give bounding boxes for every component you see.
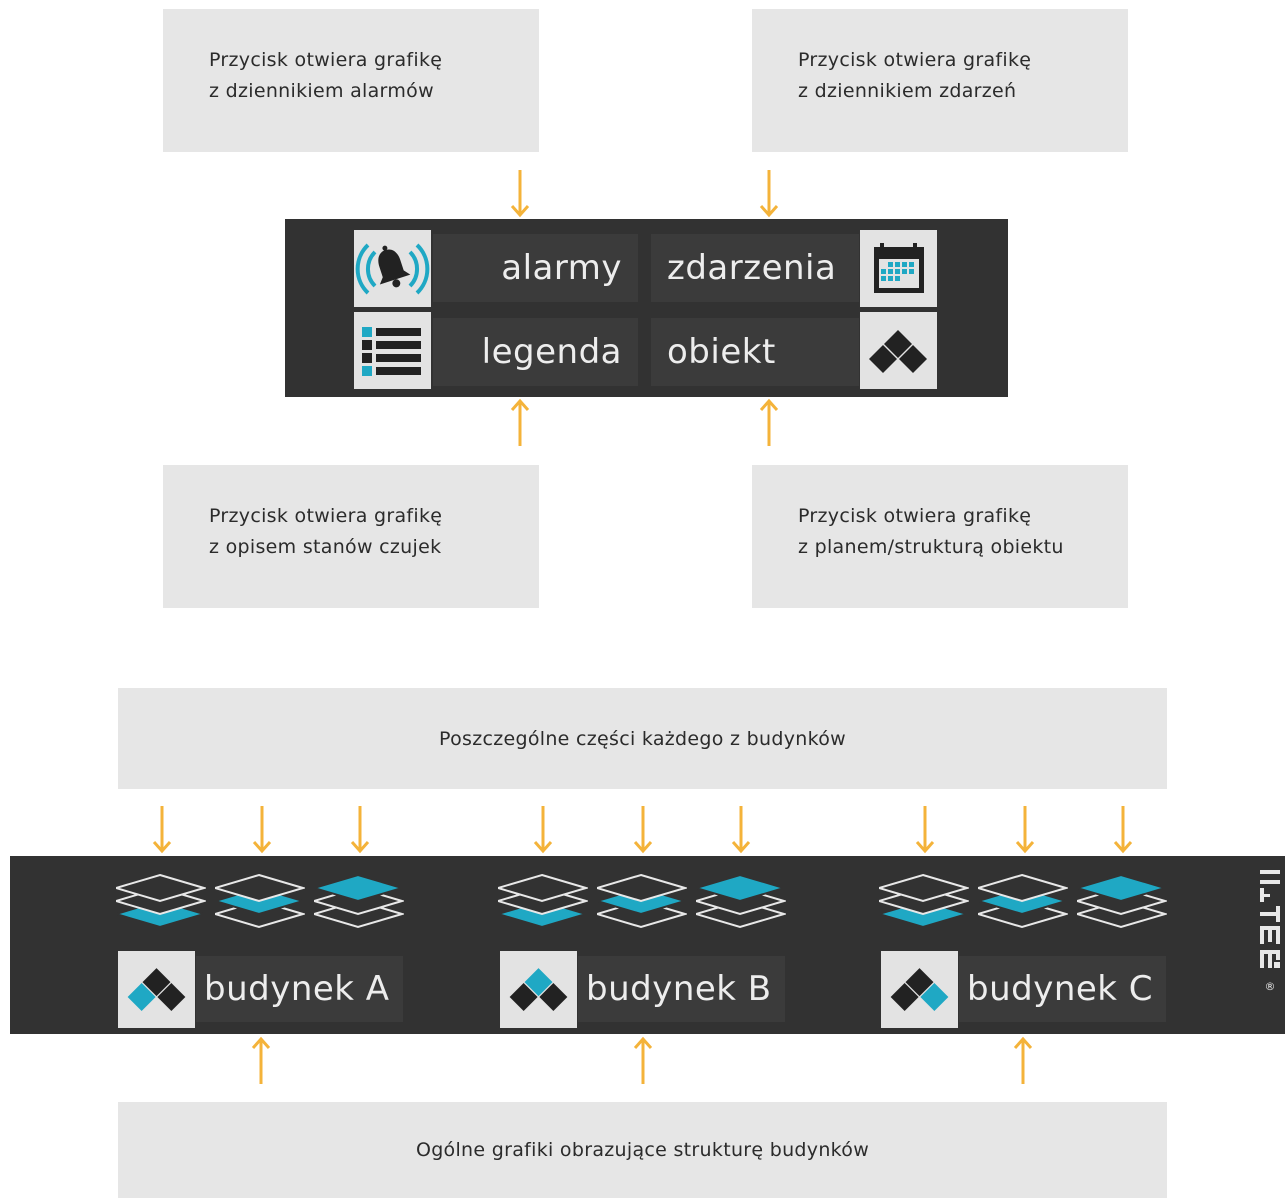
building-button[interactable]: budynek C	[959, 956, 1166, 1022]
arrow-down-icon	[533, 806, 553, 854]
description-line: z dziennikiem alarmów	[209, 80, 434, 102]
description-line: z dziennikiem zdarzeń	[798, 80, 1017, 102]
arrow-down-icon	[759, 170, 779, 218]
floor-bottom-icon[interactable]	[494, 868, 590, 932]
legend-tile[interactable]	[354, 312, 431, 389]
floor-top-icon[interactable]	[1073, 868, 1169, 932]
arrow-down-icon	[1015, 806, 1035, 854]
arrow-down-icon	[915, 806, 935, 854]
buildings-panel: budynek A budynek B budynek C ®	[10, 856, 1285, 1034]
building-button[interactable]: budynek B	[578, 956, 785, 1022]
building-diamond-icon[interactable]	[500, 951, 577, 1028]
general-graphics-box: Ogólne grafiki obrazujące strukturę budy…	[118, 1102, 1167, 1198]
floor-top-icon[interactable]	[692, 868, 788, 932]
legend-button[interactable]: legenda	[433, 318, 638, 386]
arrow-up-icon	[510, 398, 530, 446]
building-group: budynek C	[875, 856, 1171, 1034]
floor-middle-icon[interactable]	[593, 868, 689, 932]
building-diamond-icon[interactable]	[118, 951, 195, 1028]
alarms-tile[interactable]	[354, 230, 431, 307]
alarms-description-box: Przycisk otwiera grafikę z dziennikiem a…	[163, 9, 539, 152]
building-diamond-icon[interactable]	[881, 951, 958, 1028]
floor-middle-icon[interactable]	[974, 868, 1070, 932]
object-diamonds-icon	[869, 330, 927, 373]
description-line: z planem/strukturą obiektu	[798, 536, 1064, 558]
arrow-down-icon	[1113, 806, 1133, 854]
arrow-down-icon	[633, 806, 653, 854]
events-description-box: Przycisk otwiera grafikę z dziennikiem z…	[752, 9, 1128, 152]
object-description-box: Przycisk otwiera grafikę z planem/strukt…	[752, 465, 1128, 608]
description-line: Przycisk otwiera grafikę	[209, 49, 443, 71]
floor-top-icon[interactable]	[310, 868, 406, 932]
svg-text:®: ®	[1265, 980, 1276, 993]
arrow-up-icon	[633, 1036, 653, 1084]
arrow-down-icon	[252, 806, 272, 854]
description-line: Przycisk otwiera grafikę	[798, 505, 1032, 527]
arrow-down-icon	[350, 806, 370, 854]
arrow-up-icon	[251, 1036, 271, 1084]
description-line: z opisem stanów czujek	[209, 536, 442, 558]
menu-panel: alarmy zdarzenia legenda obiekt	[285, 219, 1008, 397]
building-group: budynek B	[494, 856, 790, 1034]
arrow-down-icon	[152, 806, 172, 854]
building-parts-box: Poszczególne części każdego z budynków	[118, 688, 1167, 789]
ifter-logo: ®	[1260, 870, 1280, 993]
floor-bottom-icon[interactable]	[112, 868, 208, 932]
floor-middle-icon[interactable]	[211, 868, 307, 932]
alarm-bell-icon	[355, 243, 430, 295]
alarms-button[interactable]: alarmy	[433, 234, 638, 302]
list-icon	[362, 327, 421, 376]
object-tile[interactable]	[860, 312, 937, 389]
building-button[interactable]: budynek A	[196, 956, 403, 1022]
object-button[interactable]: obiekt	[651, 318, 859, 386]
events-tile[interactable]	[860, 230, 937, 307]
description-line: Przycisk otwiera grafikę	[209, 505, 443, 527]
arrow-down-icon	[731, 806, 751, 854]
arrow-up-icon	[1013, 1036, 1033, 1084]
legend-description-box: Przycisk otwiera grafikę z opisem stanów…	[163, 465, 539, 608]
arrow-up-icon	[759, 398, 779, 446]
building-group: budynek A	[112, 856, 408, 1034]
calendar-icon	[874, 243, 924, 293]
arrow-down-icon	[510, 170, 530, 218]
events-button[interactable]: zdarzenia	[651, 234, 859, 302]
floor-bottom-icon[interactable]	[875, 868, 971, 932]
description-line: Przycisk otwiera grafikę	[798, 49, 1032, 71]
